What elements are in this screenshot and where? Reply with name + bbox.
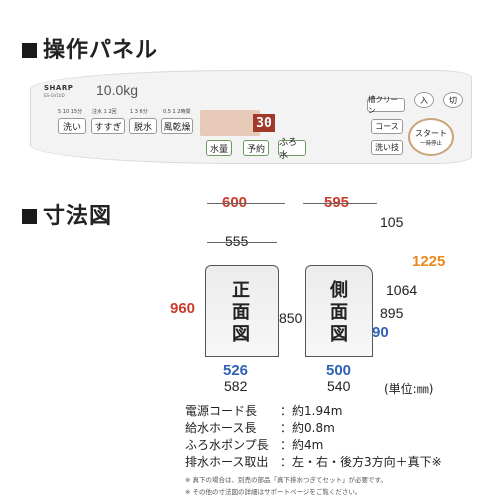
side-view-body bbox=[305, 265, 373, 357]
spec-row: 電源コード長：約1.94m bbox=[185, 404, 343, 418]
side-base-depth-blue: 500 bbox=[326, 362, 352, 379]
bullet-square-icon bbox=[22, 209, 37, 224]
dim-line bbox=[207, 242, 277, 243]
dim-line bbox=[303, 203, 377, 204]
start-pause-button[interactable]: スタート 一時停止 bbox=[408, 118, 454, 156]
dim-line bbox=[207, 203, 285, 204]
height-895: 895 bbox=[380, 305, 404, 321]
front-total-width: 600 bbox=[222, 194, 248, 211]
height-1064: 1064 bbox=[386, 282, 418, 298]
footnote: ※ その他の寸法図の詳細はサポートページをご覧ください。 bbox=[185, 488, 362, 496]
front-base-width: 582 bbox=[224, 378, 248, 394]
dry-scale: 0.5 1 2時間 bbox=[163, 109, 191, 115]
spec-row: ふろ水ポンプ長：約4m bbox=[185, 438, 324, 452]
height-90: 90 bbox=[372, 324, 389, 341]
panel-section-title: 操作パネル bbox=[22, 32, 158, 64]
start-label: スタート bbox=[415, 128, 447, 138]
spec-row: 給水ホース長：約0.8m bbox=[185, 421, 335, 435]
wash-technique-button[interactable]: 洗い技 bbox=[371, 140, 403, 155]
front-view-label: 正面図 bbox=[232, 280, 250, 345]
bullet-square-icon bbox=[22, 43, 37, 58]
front-base-width-blue: 526 bbox=[223, 362, 249, 379]
tub-clean-button[interactable]: 槽クリーン bbox=[367, 95, 405, 115]
course-button[interactable]: コース bbox=[371, 119, 403, 134]
spin-scale: 1 3 6分 bbox=[130, 109, 148, 115]
pause-label: 一時停止 bbox=[419, 140, 442, 147]
bath-water-button[interactable]: ふろ水 bbox=[278, 138, 306, 161]
wash-button[interactable]: 洗い bbox=[58, 118, 86, 134]
power-on-button[interactable]: 入 bbox=[414, 92, 434, 108]
wash-scale: 5 10 15分 bbox=[58, 109, 83, 115]
side-top-depth: 105 bbox=[380, 214, 404, 230]
total-height-with-lid: 1225 bbox=[412, 253, 446, 270]
unit-label: (単位:㎜) bbox=[384, 382, 434, 396]
front-height: 960 bbox=[170, 300, 196, 317]
display-readout: 30 bbox=[253, 114, 275, 132]
front-inner-width: 555 bbox=[225, 233, 249, 249]
capacity-label: 10.0kg bbox=[96, 82, 139, 98]
height-850: 850 bbox=[279, 310, 303, 326]
timer-button[interactable]: 予約 bbox=[243, 140, 269, 156]
brand-logo: SHARP bbox=[44, 84, 74, 92]
side-base-depth: 540 bbox=[327, 378, 351, 394]
side-view-label: 側面図 bbox=[330, 280, 348, 345]
side-total-width: 595 bbox=[324, 194, 350, 211]
front-view-body bbox=[205, 265, 279, 357]
display-window bbox=[200, 110, 260, 136]
water-level-button[interactable]: 水量 bbox=[206, 140, 232, 156]
footnote: ※ 真下の場合は、別売の部品「真下排水つぎてセット」が必要です。 bbox=[185, 476, 387, 484]
spec-row: 排水ホース取出：左・右・後方3方向＋真下※ bbox=[185, 455, 442, 469]
spin-button[interactable]: 脱水 bbox=[129, 118, 157, 134]
power-off-button[interactable]: 切 bbox=[443, 92, 463, 108]
model-number: ES-GV10D bbox=[44, 93, 65, 98]
rinse-scale: 注水 1 2回 bbox=[92, 109, 117, 115]
dimensions-section-title: 寸法図 bbox=[22, 198, 112, 230]
dry-button[interactable]: 風乾燥 bbox=[161, 118, 193, 134]
rinse-button[interactable]: すすぎ bbox=[91, 118, 125, 134]
